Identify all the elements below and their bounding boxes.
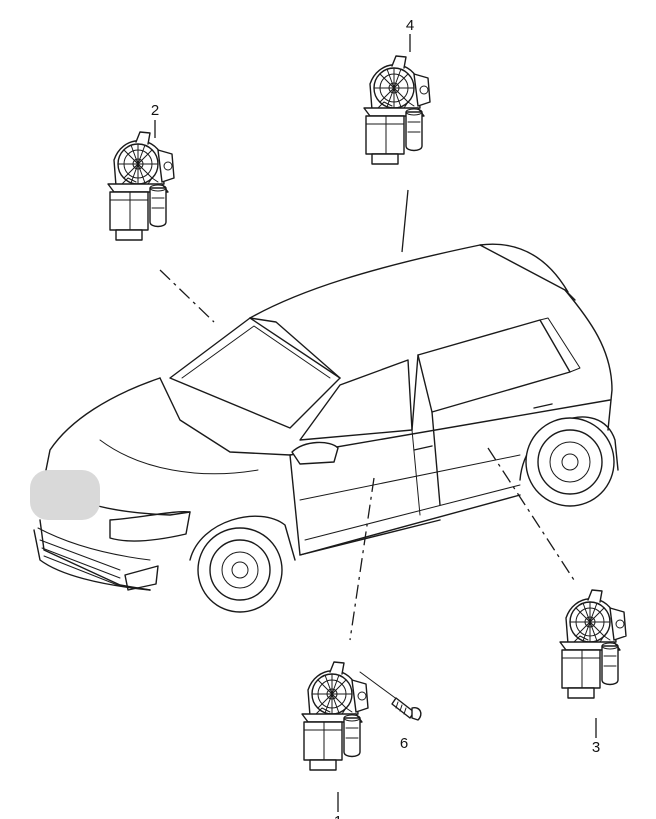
callout-6: 6 — [400, 735, 408, 752]
part-3-motor — [559, 589, 627, 699]
leader-lines — [154, 34, 597, 812]
callout-1: 1 — [334, 813, 342, 819]
car-illustration — [30, 243, 619, 613]
part-6-screw — [359, 671, 422, 721]
callout-2: 2 — [151, 102, 159, 119]
part-2-motor — [107, 131, 175, 241]
callout-3: 3 — [592, 739, 600, 756]
blurred-logo — [30, 470, 100, 520]
part-4-motor — [363, 55, 431, 165]
part-1-motor — [301, 661, 369, 771]
callout-4: 4 — [406, 17, 414, 34]
